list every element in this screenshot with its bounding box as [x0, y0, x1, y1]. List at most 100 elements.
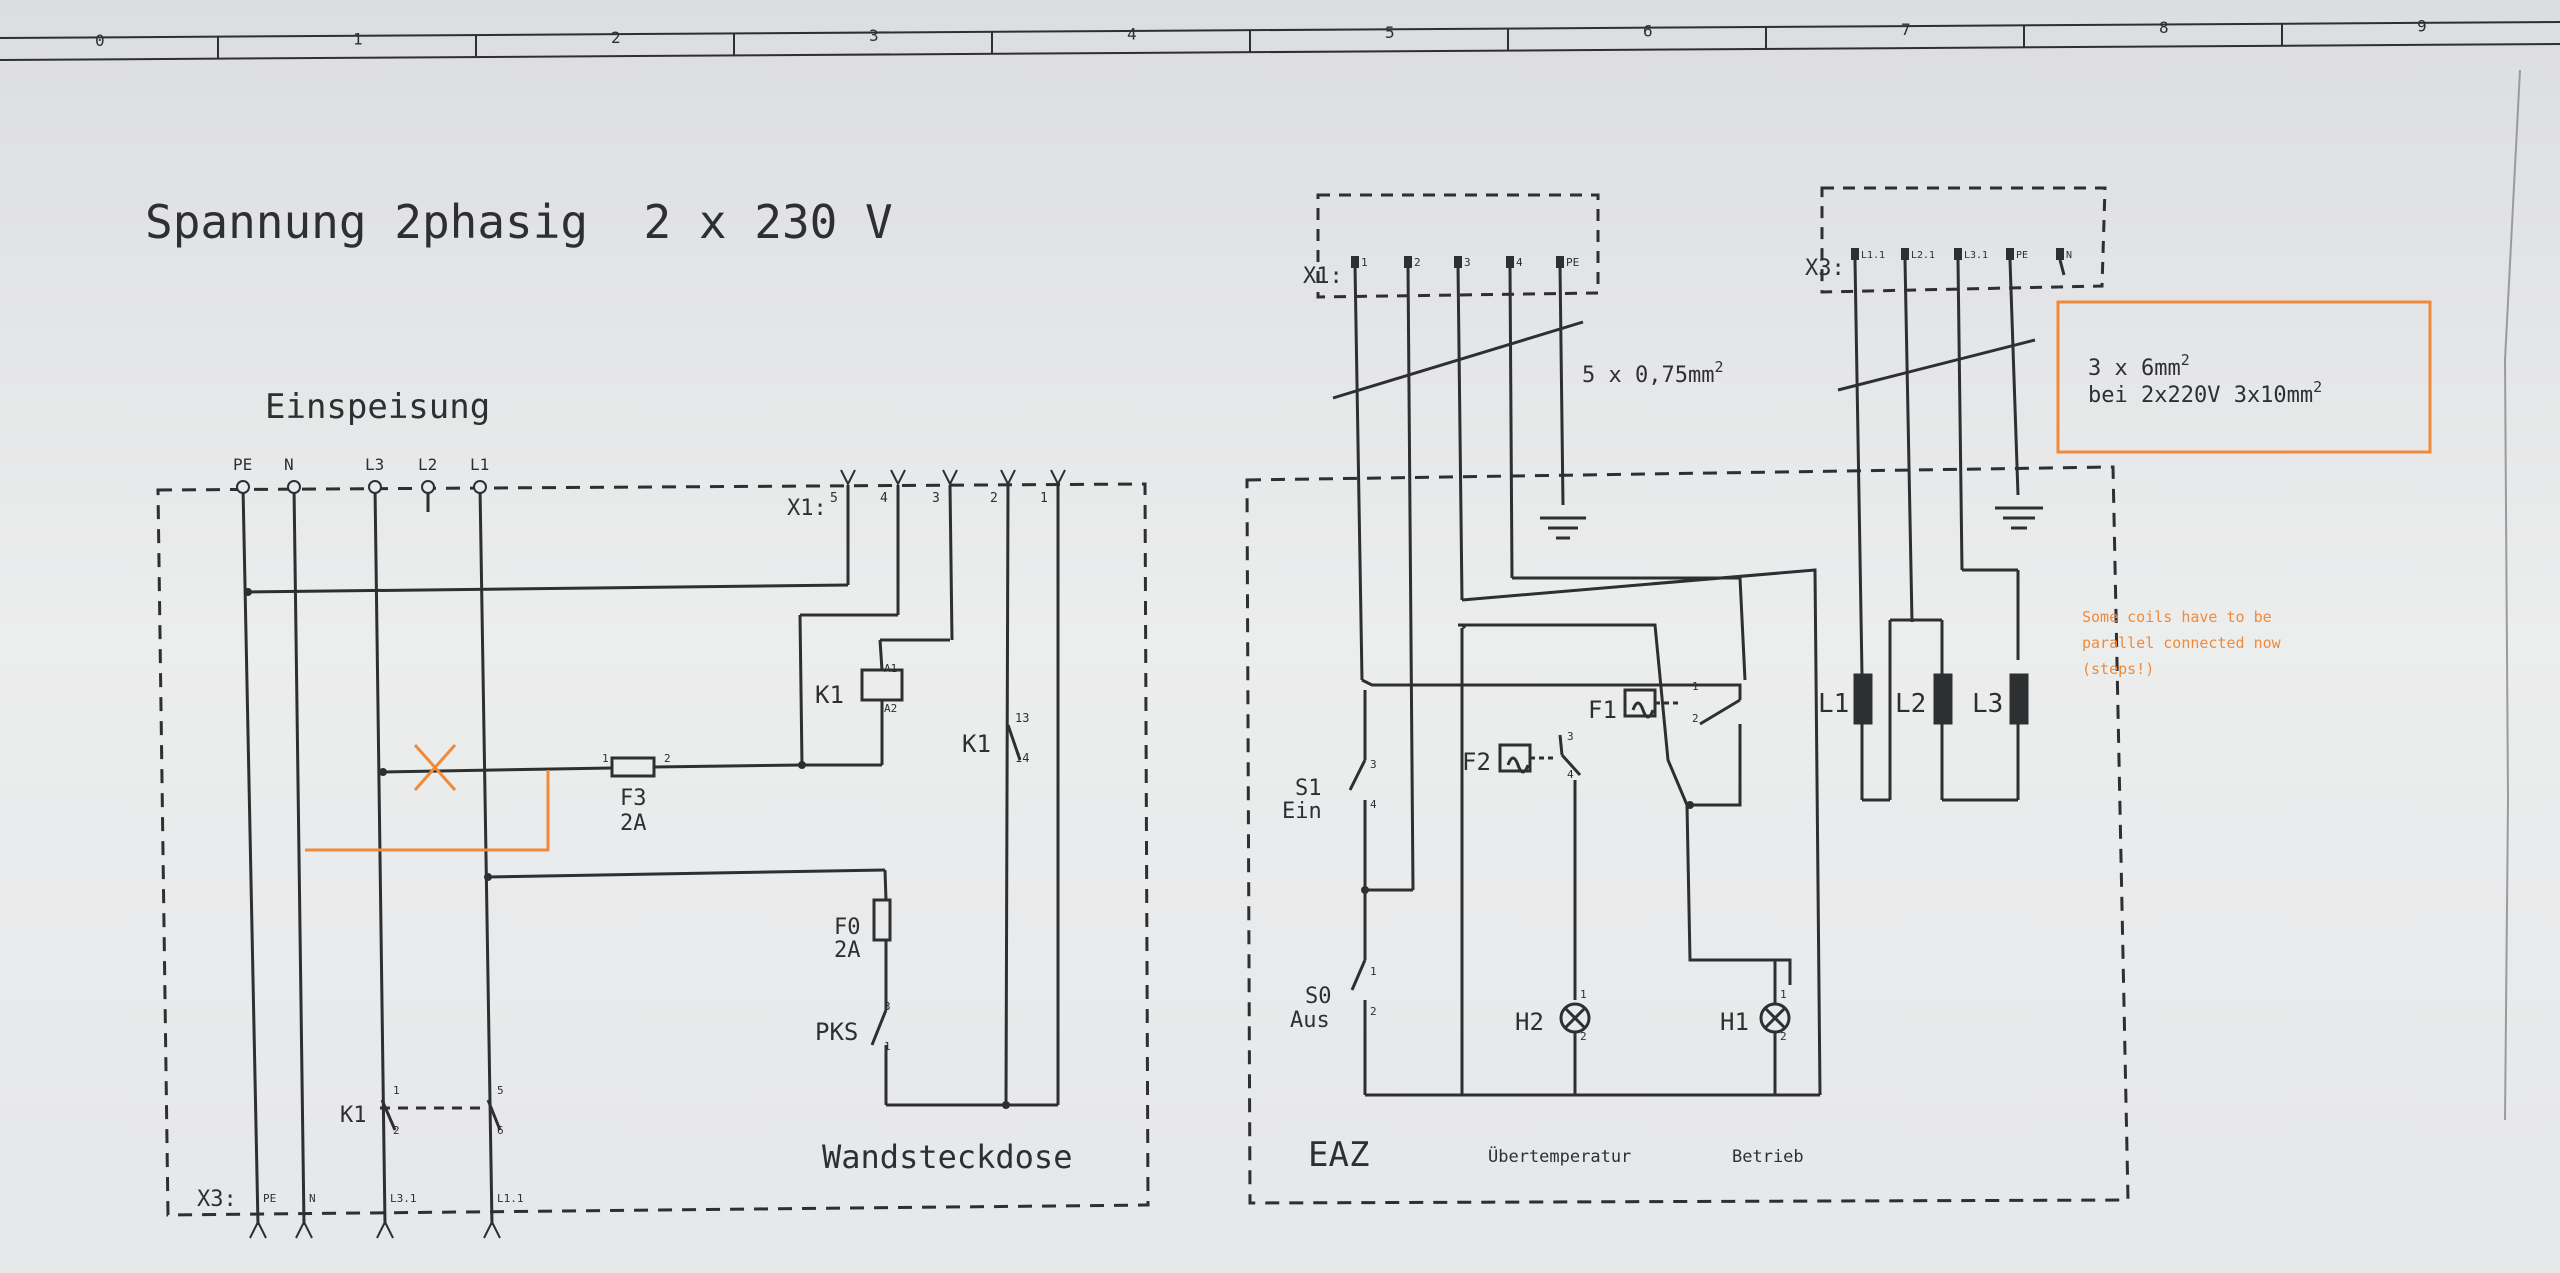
wandsteckdose-label: Wandsteckdose	[822, 1138, 1072, 1176]
terminal-block	[1351, 256, 1359, 268]
h2-label: H2	[1515, 1008, 1544, 1036]
s0-pin1: 1	[1370, 965, 1377, 978]
left-x1-pin-0: 5	[830, 491, 838, 506]
cable-x3-spec: 3 x 6mm2	[2088, 351, 2190, 381]
h2-pin2: 2	[1580, 1030, 1587, 1043]
uebertemperatur-label: Übertemperatur	[1488, 1145, 1631, 1167]
s0-pin2: 2	[1370, 1005, 1377, 1018]
right-x1-pin-0: 1	[1361, 256, 1368, 269]
terminal-label-0: PE	[233, 455, 252, 474]
f1-label: F1	[1588, 696, 1617, 724]
terminal-block	[1404, 256, 1412, 268]
right-x1-pin-4: PE	[1566, 256, 1579, 269]
left-dashed-enclosure	[156, 482, 1150, 1217]
k1-a1-label: A1	[884, 662, 897, 675]
terminal-label-1: N	[284, 455, 294, 474]
pe-line	[241, 486, 260, 1226]
terminal-circle	[236, 480, 250, 494]
socket-symbol	[1000, 469, 1016, 487]
k1-aux-label: K1	[962, 730, 991, 758]
s1-sub: Ein	[1282, 799, 1322, 824]
rewire-path	[305, 770, 550, 852]
coil-l2	[1933, 673, 1953, 725]
right-x3-pin-0: L1.1	[1861, 250, 1885, 261]
ruler-column-7: 7	[1901, 20, 1911, 39]
k1-a2-label: A2	[884, 702, 897, 715]
terminal-circle	[473, 480, 487, 494]
socket-symbol	[483, 1219, 501, 1239]
coil-label-0: L1	[1818, 689, 1849, 719]
f3-pin1: 1	[602, 752, 609, 765]
ruler-column-6: 6	[1643, 21, 1653, 40]
terminal-circle	[287, 480, 301, 494]
socket-symbol	[295, 1219, 313, 1239]
ruler-column-4: 4	[1127, 25, 1137, 44]
socket-symbol	[376, 1219, 394, 1239]
socket-symbol	[890, 469, 906, 487]
einspeisung-label: Einspeisung	[265, 387, 490, 427]
ruler-column-2: 2	[611, 28, 621, 47]
f0-rating: 2A	[834, 938, 861, 963]
right-x3-pin-3: PE	[2016, 250, 2028, 261]
k1-main-1: 1	[393, 1084, 400, 1097]
right-x3-pin-2: L3.1	[1964, 250, 1988, 261]
socket-symbol	[1050, 469, 1066, 487]
right-x3-terminals	[1851, 248, 2064, 260]
left-x1-pin-3: 2	[990, 491, 998, 506]
ruler-column-3: 3	[869, 26, 879, 45]
socket-symbol	[942, 469, 958, 487]
terminal-circle	[421, 480, 435, 494]
left-x1-pin-1: 4	[880, 491, 888, 506]
h2-pin1: 1	[1580, 988, 1587, 1001]
k1-main-label: K1	[340, 1103, 367, 1128]
ruler-column-0: 0	[95, 31, 105, 50]
pks-contact	[870, 1009, 888, 1046]
right-x1-label: X1:	[1303, 264, 1343, 289]
s0-label: S0	[1305, 984, 1332, 1009]
coil-l1	[1853, 673, 1873, 725]
s0-sub: Aus	[1290, 1008, 1330, 1033]
k1-aux-14: 14	[1015, 751, 1029, 765]
pks-pin3: 3	[884, 1000, 891, 1013]
column-ruler	[0, 21, 2560, 61]
eaz-label: EAZ	[1308, 1135, 1369, 1175]
ruler-column-5: 5	[1385, 23, 1395, 42]
terminal-block	[1954, 248, 1962, 260]
h1-pin2: 2	[1780, 1030, 1787, 1043]
right-x1-pin-2: 3	[1464, 256, 1471, 269]
terminal-label-4: L1	[470, 455, 489, 474]
f2-label: F2	[1462, 748, 1491, 776]
h1-pin1: 1	[1780, 988, 1787, 1001]
cable-x3-alt-spec: bei 2x220V 3x10mm2	[2088, 378, 2322, 408]
f2-pin3: 3	[1567, 730, 1574, 743]
terminal-block	[1506, 256, 1514, 268]
cable-x1-spec: 5 x 0,75mm2	[1582, 358, 1723, 388]
terminal-block	[1851, 248, 1859, 260]
socket-symbol	[249, 1219, 267, 1239]
n-line	[292, 486, 306, 1226]
note-line-3: (steps!)	[2082, 660, 2154, 678]
k1-main-6: 6	[497, 1124, 504, 1137]
orange-edit-marks	[305, 744, 550, 852]
left-x1-sockets	[840, 469, 1066, 487]
f3-pin2: 2	[664, 752, 671, 765]
left-x3-pin-3: L1.1	[497, 1192, 524, 1205]
betrieb-label: Betrieb	[1732, 1147, 1804, 1167]
left-circuit	[156, 482, 1150, 1226]
right-x3-pin-1: L2.1	[1911, 250, 1935, 261]
f3-rating: 2A	[620, 811, 647, 836]
terminal-block	[1556, 256, 1564, 268]
coil-l3	[2009, 673, 2029, 725]
k1-aux-13: 13	[1015, 711, 1029, 725]
right-x1-pin-1: 2	[1414, 256, 1421, 269]
ruler-column-8: 8	[2159, 18, 2169, 37]
left-terminal-circles	[236, 480, 487, 494]
right-x1-terminals	[1351, 256, 1564, 268]
left-x1-pin-4: 1	[1040, 491, 1048, 506]
